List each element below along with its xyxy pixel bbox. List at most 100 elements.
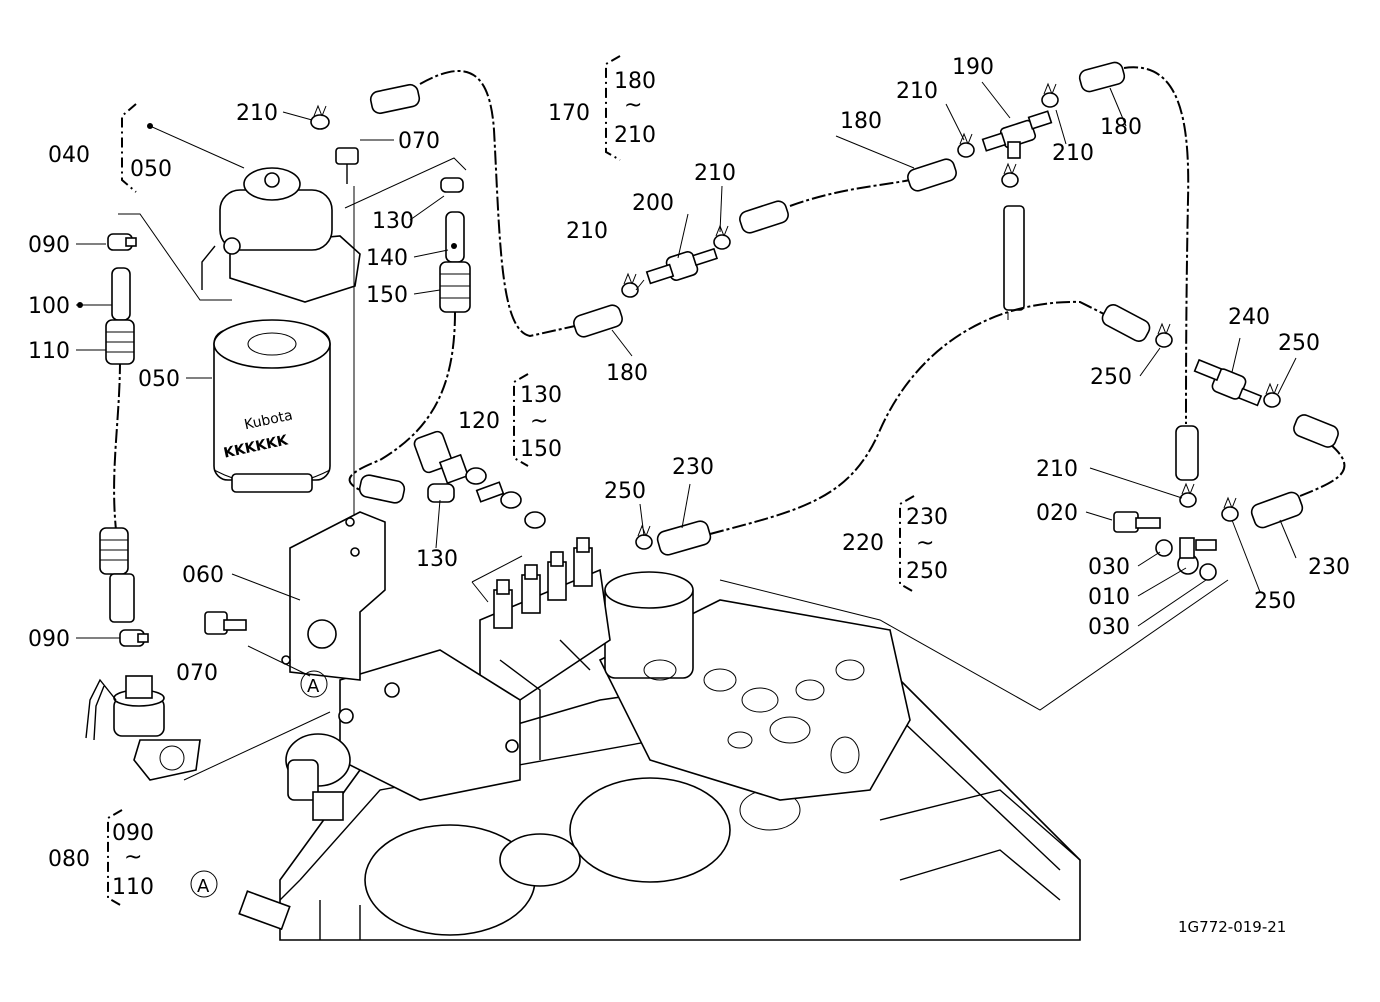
fuel-hose-230 <box>709 300 1105 535</box>
label-210-f: 210 <box>1036 457 1078 482</box>
fuel-feed-pump <box>85 675 201 781</box>
label-230-b: 230 <box>1308 555 1350 580</box>
label-range-sep-120: ~ <box>530 409 548 434</box>
label-range-sep-220: ~ <box>916 531 934 556</box>
reference-marker-a-bottom: A <box>190 870 218 898</box>
bolt-020 <box>1113 511 1161 533</box>
group-brackets <box>107 55 915 907</box>
check-valve-240 <box>1193 358 1263 407</box>
filter-bracket <box>281 511 386 681</box>
reference-marker-a-top: A <box>300 670 328 698</box>
label-210-c: 210 <box>694 161 736 186</box>
label-250-d: 250 <box>1254 589 1296 614</box>
hose-end-180-top <box>369 83 421 115</box>
fuel-hose-140 <box>348 311 456 491</box>
label-180-c: 180 <box>1100 115 1142 140</box>
label-210-d: 210 <box>896 79 938 104</box>
hose-end-180-b1 <box>739 200 789 234</box>
hose-end-230-c <box>1293 414 1339 448</box>
label-050-top: 050 <box>130 157 172 182</box>
label-range-sep-170: ~ <box>624 93 642 118</box>
label-110: 110 <box>28 339 70 364</box>
label-230-a: 230 <box>672 455 714 480</box>
hose-clip-130-bottom <box>427 483 455 503</box>
label-110-group: 110 <box>112 875 154 900</box>
label-130-top: 130 <box>372 209 414 234</box>
label-230-group: 230 <box>906 505 948 530</box>
label-250-c: 250 <box>1278 331 1320 356</box>
label-180-a: 180 <box>606 361 648 386</box>
hose-end-230-d <box>1250 491 1304 529</box>
label-210-group: 210 <box>614 123 656 148</box>
drawing-code: 1G772-019-21 <box>1178 918 1286 936</box>
hose-end-180-c2 <box>1175 425 1199 481</box>
label-150-group: 150 <box>520 437 562 462</box>
spring-clips <box>310 82 1281 550</box>
hose-end-140 <box>358 211 471 504</box>
hose-clip-090-top <box>107 233 137 251</box>
label-100: 100 <box>28 294 70 319</box>
leader-lines <box>76 81 1297 781</box>
label-170: 170 <box>548 101 590 126</box>
check-valve-200 <box>645 247 719 285</box>
injection-pump <box>285 537 611 821</box>
label-030-a: 030 <box>1088 555 1130 580</box>
label-050: 050 <box>138 367 180 392</box>
hose-clip-130-top <box>440 177 464 193</box>
label-200: 200 <box>632 191 674 216</box>
label-180-b: 180 <box>840 109 882 134</box>
fuel-filter-assembly: Kubota KKKKKK <box>201 167 361 493</box>
label-070-top: 070 <box>398 129 440 154</box>
fuel-hose-180-a <box>419 70 576 338</box>
hose-end-230-b <box>1101 304 1151 342</box>
bolt-070-top <box>335 147 359 184</box>
fuel-hose-180-c <box>1123 66 1190 425</box>
label-140: 140 <box>366 246 408 271</box>
washer-030-b <box>1199 563 1217 581</box>
label-120: 120 <box>458 409 500 434</box>
tee-vertical-tube <box>1003 205 1025 311</box>
fuel-hose-230-return <box>1299 443 1346 497</box>
hose-end-100 <box>99 267 135 623</box>
label-210-b: 210 <box>566 219 608 244</box>
label-range-sep-080: ~ <box>124 845 142 870</box>
label-210-a: 210 <box>236 101 278 126</box>
hose-end-230-a <box>656 520 712 556</box>
label-220: 220 <box>842 531 884 556</box>
label-020: 020 <box>1036 501 1078 526</box>
label-040: 040 <box>48 143 90 168</box>
label-210-e: 210 <box>1052 141 1094 166</box>
label-250-b: 250 <box>1090 365 1132 390</box>
hose-end-180-b2 <box>907 158 957 192</box>
label-060: 060 <box>182 563 224 588</box>
label-150: 150 <box>366 283 408 308</box>
label-090-top: 090 <box>28 233 70 258</box>
cylinder-head <box>598 571 911 801</box>
label-190: 190 <box>952 55 994 80</box>
bolt-070-bottom <box>204 611 247 635</box>
tee-joint-190 <box>981 110 1053 159</box>
svg-text:A: A <box>307 676 320 697</box>
label-070-bottom: 070 <box>176 661 218 686</box>
part-labels: 040 050 210 070 090 100 110 050 130 140 … <box>28 55 1350 900</box>
label-130-bottom: 130 <box>416 547 458 572</box>
label-080: 080 <box>48 847 90 872</box>
hose-end-180-a <box>573 304 623 338</box>
label-240: 240 <box>1228 305 1270 330</box>
label-250-group: 250 <box>906 559 948 584</box>
label-010: 010 <box>1088 585 1130 610</box>
banjo-fitting-010 <box>1177 537 1217 575</box>
overflow-fitting-parts <box>413 430 546 529</box>
label-030-b: 030 <box>1088 615 1130 640</box>
label-090-group: 090 <box>112 821 154 846</box>
fuel-hose-180-b <box>789 179 911 207</box>
svg-text:A: A <box>197 876 210 897</box>
fuel-hose-100 <box>113 359 121 531</box>
hose-end-180-c1 <box>1078 61 1126 93</box>
label-130-group: 130 <box>520 383 562 408</box>
label-250-a: 250 <box>604 479 646 504</box>
label-180-group: 180 <box>614 69 656 94</box>
hose-clip-090-bottom <box>119 629 149 647</box>
label-090-bottom: 090 <box>28 627 70 652</box>
